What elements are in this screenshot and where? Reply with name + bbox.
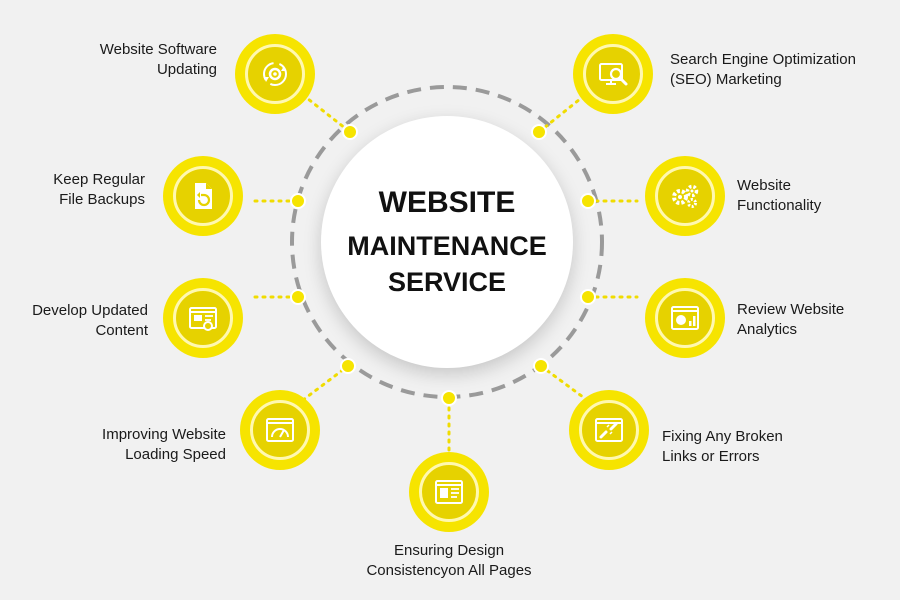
node-broken-links [569, 390, 649, 470]
label-broken-links: Fixing Any Broken Links or Errors [662, 427, 783, 467]
content-editor-icon [189, 307, 217, 331]
connector-software-updating [301, 93, 352, 134]
title-line-2: MAINTENANCE [347, 230, 547, 261]
center-title-circle: WEBSITE MAINTENANCE SERVICE [321, 116, 573, 368]
analytics-chart-icon [671, 306, 699, 330]
label-loading-speed-line1: Improving Website [102, 426, 226, 443]
node-file-backups [163, 156, 243, 236]
label-seo-marketing: Search Engine Optimization (SEO) Marketi… [670, 50, 856, 90]
label-loading-speed: Improving Website Loading Speed [102, 425, 226, 465]
ring-dot-design-consistency [441, 390, 457, 406]
connector-broken-links [539, 364, 589, 402]
label-website-analytics-line1: Review Website [737, 301, 845, 318]
label-seo-marketing-line1: Search Engine Optimization [670, 51, 856, 68]
node-inner-design-consistency [419, 462, 479, 522]
node-inner-seo-marketing [583, 44, 643, 104]
ring-dot-file-backups [290, 193, 306, 209]
label-file-backups-line1: Keep Regular [53, 171, 145, 188]
connector-loading-speed [301, 364, 350, 402]
ring-dot-website-functionality [580, 193, 596, 209]
node-inner-broken-links [579, 400, 639, 460]
node-website-functionality [645, 156, 725, 236]
label-website-functionality: Website Functionality [737, 176, 821, 216]
label-software-updating-line2: Updating [156, 61, 217, 78]
label-file-backups: Keep Regular File Backups [53, 170, 145, 210]
node-inner-website-analytics [655, 288, 715, 348]
label-updated-content: Develop Updated Content [32, 301, 148, 341]
node-loading-speed [240, 390, 320, 470]
label-seo-marketing-line2: (SEO) Marketing [670, 71, 782, 88]
node-inner-file-backups [173, 166, 233, 226]
web-design-icon [435, 480, 463, 504]
gears-icon [672, 184, 699, 208]
node-inner-website-functionality [655, 166, 715, 226]
label-design-consistency-line1: Ensuring Design [393, 542, 505, 559]
node-inner-software-updating [245, 44, 305, 104]
node-updated-content [163, 278, 243, 358]
node-inner-loading-speed [250, 400, 310, 460]
label-updated-content-line2: Content [95, 322, 148, 339]
title-line-3: SERVICE [387, 267, 507, 298]
gear-refresh-icon [263, 62, 287, 86]
label-software-updating-line1: Website Software [99, 41, 217, 58]
node-website-analytics [645, 278, 725, 358]
label-design-consistency: Ensuring Design Consistencyon All Pages [349, 541, 549, 581]
label-broken-links-line1: Fixing Any Broken [662, 428, 783, 445]
ring-dot-software-updating [342, 124, 358, 140]
ring-dot-seo-marketing [531, 124, 547, 140]
label-software-updating: Website Software Updating [100, 40, 217, 80]
node-design-consistency [409, 452, 489, 532]
speedometer-icon [266, 418, 294, 442]
label-website-analytics: Review Website Analytics [737, 300, 844, 340]
label-website-functionality-line1: Website [737, 177, 791, 194]
title-line-1: WEBSITE [378, 186, 516, 220]
node-software-updating [235, 34, 315, 114]
label-website-functionality-line2: Functionality [737, 197, 822, 214]
ring-dot-website-analytics [580, 289, 596, 305]
ring-dot-broken-links [533, 358, 549, 374]
label-website-analytics-line2: Analytics [737, 321, 798, 338]
label-design-consistency-line2: Consistencyon All Pages [366, 562, 532, 579]
node-seo-marketing [573, 34, 653, 114]
broken-link-icon [595, 418, 623, 442]
seo-magnifier-icon [599, 63, 628, 86]
label-file-backups-line2: File Backups [59, 191, 145, 208]
file-backup-icon [195, 183, 212, 209]
label-updated-content-line1: Develop Updated [32, 302, 148, 319]
label-broken-links-line2: Links or Errors [662, 448, 760, 465]
node-inner-updated-content [173, 288, 233, 348]
label-loading-speed-line2: Loading Speed [125, 446, 226, 463]
connector-seo-marketing [537, 93, 587, 134]
ring-dot-updated-content [290, 289, 306, 305]
ring-dot-loading-speed [340, 358, 356, 374]
